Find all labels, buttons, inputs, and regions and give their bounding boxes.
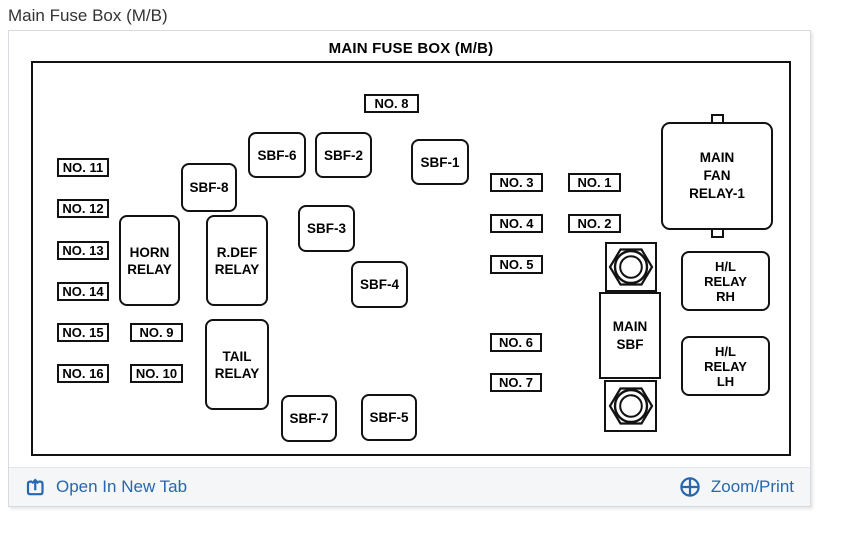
open-in-new-tab-icon <box>26 478 44 495</box>
diagram-title: MAIN FUSE BOX (M/B) <box>328 40 494 57</box>
bolt-icon <box>608 248 654 286</box>
sbf-8: SBF-8 <box>181 163 237 212</box>
fuse-label-no-8: NO. 8 <box>364 94 419 113</box>
fuse-label-no-1: NO. 1 <box>568 173 621 192</box>
page-title: Main Fuse Box (M/B) <box>8 6 168 25</box>
diagram-canvas: MAIN FUSE BOX (M/B) NO. 8 NO. 11 NO. 12 NO.… <box>9 31 810 467</box>
sbf-7: SBF-7 <box>281 395 337 442</box>
sbf-2: SBF-2 <box>315 132 372 178</box>
fuse-label-no-10: NO. 10 <box>130 364 183 383</box>
fuse-label-no-9: NO. 9 <box>130 323 183 342</box>
fuse-label-no-7: NO. 7 <box>490 373 542 392</box>
zoom-print-button[interactable]: Zoom/Print <box>679 476 794 498</box>
fuse-label-no-6: NO. 6 <box>490 333 542 352</box>
fuse-label-no-13: NO. 13 <box>57 241 109 260</box>
sbf-5: SBF-5 <box>361 394 417 441</box>
sbf-6: SBF-6 <box>248 132 306 178</box>
fuse-label-no-14: NO. 14 <box>57 282 109 301</box>
zoom-plus-icon <box>680 477 700 497</box>
sbf-4: SBF-4 <box>351 261 408 308</box>
fuse-label-no-5: NO. 5 <box>490 255 543 274</box>
fuse-label-no-11: NO. 11 <box>57 158 109 177</box>
sbf-3: SBF-3 <box>298 205 355 252</box>
bolt-icon <box>608 387 653 425</box>
diagram-panel: MAIN FUSE BOX (M/B) NO. 8 NO. 11 NO. 12 NO.… <box>8 30 811 507</box>
fuse-label-no-3: NO. 3 <box>490 173 543 192</box>
open-in-new-tab-label: Open In New Tab <box>56 477 188 496</box>
fuse-label-no-12: NO. 12 <box>57 199 109 218</box>
fuse-label-no-15: NO. 15 <box>57 323 109 342</box>
zoom-print-label: Zoom/Print <box>710 477 794 496</box>
main-sbf-bolt-top <box>605 242 657 292</box>
main-sbf-bolt-bottom <box>604 380 657 432</box>
sbf-1: SBF-1 <box>411 139 469 185</box>
fuse-label-no-4: NO. 4 <box>490 214 543 233</box>
fuse-label-no-16: NO. 16 <box>57 364 109 383</box>
fuse-label-no-2: NO. 2 <box>568 214 621 233</box>
viewer-toolbar: Open In New Tab Zoom/Print <box>9 467 810 506</box>
open-in-new-tab-button[interactable]: Open In New Tab <box>25 477 187 498</box>
